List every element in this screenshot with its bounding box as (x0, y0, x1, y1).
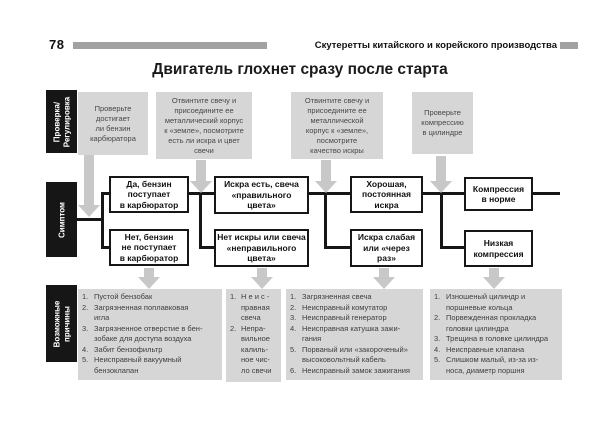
item-text: Непра- вильное калиль- ное чис- ло свечи (241, 323, 272, 375)
item-number: 2. (290, 302, 297, 312)
item-number: 2. (82, 302, 89, 312)
list-item: 4. Неисправные клапана (434, 345, 560, 356)
header-rule-left (73, 42, 267, 49)
symptom-box-fuel-yes: Да, бензин поступает в карбюратор (109, 176, 189, 213)
item-text: Неисправные клапана (446, 344, 525, 354)
list-item: 4. Забит бензофильтр (82, 345, 220, 356)
item-text: Порваный или «закороченый» высоковольтны… (302, 344, 408, 365)
item-text: Неисправный генератор (302, 313, 387, 322)
item-number: 2. (230, 323, 237, 333)
connector-line (324, 192, 327, 249)
connector-line (199, 192, 202, 249)
item-text: Слишком малый, из-за из- носа, диаметр п… (446, 355, 539, 375)
item-number: 3. (82, 323, 89, 333)
down-arrow-icon (190, 160, 212, 193)
list-item: 1. Загрязненная свеча (290, 292, 421, 303)
item-text: Н е и с - правная свеча (241, 292, 270, 322)
down-arrow-icon (483, 268, 505, 289)
connector-line (101, 246, 110, 249)
item-text: Неисправный замок зажигания (302, 365, 410, 375)
list-item: 1. Пустой бензобак (82, 292, 220, 303)
down-arrow-icon (315, 160, 337, 193)
item-number: 5. (290, 344, 297, 354)
cause-box-plug: 1. Н е и с - правная свеча 2. Непра- вильн… (226, 289, 281, 382)
item-number: 4. (290, 323, 297, 333)
down-arrow-icon (430, 156, 452, 193)
item-number: 5. (434, 355, 441, 364)
item-number: 3. (290, 313, 297, 322)
down-arrow-icon (373, 268, 395, 289)
cause-box-fuel: 1. Пустой бензобак 2. Загрязненная поплавк… (78, 289, 222, 380)
item-text: Трещина в головке цилиндра (446, 334, 549, 343)
check-box-spark-quality: Отвинтите свечу и присоедините ее металл… (291, 92, 383, 159)
item-text: Неисправная катушка зажи- гания (302, 323, 401, 344)
connector-line (77, 218, 104, 221)
item-number: 6. (290, 365, 297, 375)
check-box-fuel: Проверьте достигает ли бензин карбюратор… (78, 92, 148, 155)
item-text: Загрязненная свеча (302, 292, 372, 301)
connector-line (440, 246, 465, 249)
item-text: Неисправный вакуумный бензоклапан (94, 355, 182, 375)
list-item: 2. Непра- вильное калиль- ное чис- ло све… (230, 324, 279, 377)
list-item: 1. Н е и с - правная свеча (230, 292, 279, 324)
page-number: 78 (49, 37, 65, 52)
row-label-check: Проверка/ Регулировка (46, 90, 77, 153)
item-number: 3. (434, 334, 441, 343)
list-item: 2. Порвежденная прокладка головки цилиндр… (434, 313, 560, 334)
connector-line (532, 192, 560, 195)
cause-box-cylinder: 1. Изношеный цилиндр и поршневые кольца 2… (430, 289, 562, 380)
symptom-box-compression-low: Низкая компрессия (464, 230, 533, 267)
connector-line (440, 192, 443, 249)
connector-line (101, 192, 110, 195)
item-text: Пустой бензобак (94, 292, 153, 301)
down-arrow-icon (251, 268, 273, 289)
connector-line (422, 192, 465, 195)
item-text: Изношеный цилиндр и поршневые кольца (446, 292, 526, 312)
item-number: 1. (230, 292, 237, 301)
list-item: 3. Неисправный генератор (290, 313, 421, 324)
header-rule-right (560, 42, 578, 49)
item-text: Порвежденная прокладка головки цилиндра (446, 313, 537, 333)
row-label-causes: Возможные причины (46, 285, 77, 362)
cause-box-ignition: 1. Загрязненная свеча 2. Неисправный комут… (286, 289, 423, 380)
page-title: Двигатель глохнет сразу после старта (152, 61, 448, 78)
connector-line (324, 246, 351, 249)
list-item: 4. Неисправная катушка зажи- гания (290, 324, 421, 345)
item-number: 5. (82, 355, 89, 364)
item-number: 1. (82, 292, 89, 301)
item-text: Загрязненная поплавковая игла (94, 302, 189, 323)
list-item: 5. Неисправный вакуумный бензоклапан (82, 355, 220, 376)
check-box-compression: Проверьте компрессию в цилиндре (412, 92, 473, 154)
list-item: 6. Неисправный замок зажигания (290, 366, 421, 377)
item-number: 4. (434, 344, 441, 354)
symptom-box-compression-ok: Компрессия в норме (464, 177, 533, 211)
connector-line (199, 246, 215, 249)
item-text: Загрязненное отверстие в бен- зобаке для… (94, 323, 203, 344)
symptom-box-spark-weak: Искра слабая или «через раз» (350, 229, 423, 267)
symptom-box-spark-none: Нет искры или свеча «неправильного цвета… (214, 229, 309, 267)
list-item: 2. Загрязненная поплавковая игла (82, 303, 220, 324)
list-item: 5. Слишком малый, из-за из- носа, диаметр… (434, 355, 560, 376)
list-item: 5. Порваный или «закороченый» высоковольт… (290, 345, 421, 366)
down-arrow-icon (138, 268, 160, 289)
symptom-box-spark-good: Хорошая, постоянная искра (350, 176, 423, 213)
connector-line (308, 192, 351, 195)
row-label-symptom: Симптом (46, 182, 77, 257)
item-number: 4. (82, 344, 89, 354)
check-box-spark-color: Отвинтите свечу и присоедините ее металл… (156, 92, 252, 159)
down-arrow-icon (78, 155, 100, 217)
item-text: Неисправный комутатор (302, 302, 388, 312)
list-item: 3. Трещина в головке цилиндра (434, 334, 560, 345)
list-item: 2. Неисправный комутатор (290, 303, 421, 314)
item-number: 1. (434, 292, 441, 301)
item-number: 1. (290, 292, 297, 301)
connector-line (101, 192, 104, 249)
symptom-box-spark-ok: Искра есть, свеча «правильного цвета» (214, 176, 309, 214)
running-header: Скутеретты китайского и корейского произ… (314, 40, 557, 51)
item-number: 2. (434, 313, 441, 322)
symptom-box-fuel-no: Нет, бензин не поступает в карбюратор (109, 229, 189, 266)
list-item: 1. Изношеный цилиндр и поршневые кольца (434, 292, 560, 313)
item-text: Забит бензофильтр (94, 344, 163, 354)
list-item: 3. Загрязненное отверстие в бен- зобаке д… (82, 324, 220, 345)
